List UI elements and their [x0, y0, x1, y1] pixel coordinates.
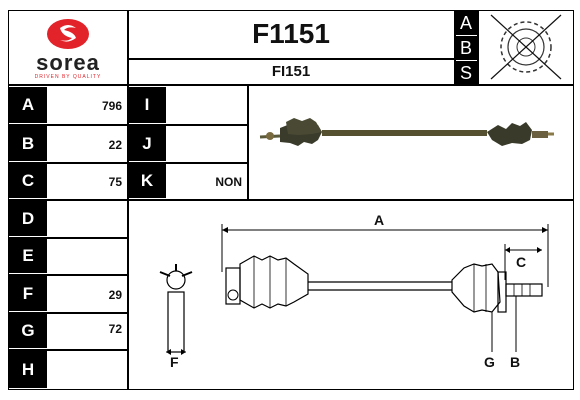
technical-drawing: A C F G B — [130, 202, 572, 388]
brand-tagline: DRIVEN BY QUALITY — [34, 74, 102, 80]
row-divider — [8, 199, 574, 201]
dimension-label-b: B — [510, 354, 521, 370]
part-number: F1151 — [252, 18, 330, 49]
spec-value-f: 29 — [108, 288, 122, 302]
abs-letter-b: B — [455, 36, 477, 60]
abs-icon-divider — [477, 10, 479, 85]
spec-key-k: K — [128, 164, 166, 198]
spec-key-j: J — [128, 126, 166, 161]
row-divider — [8, 237, 128, 239]
spec-key-f: F — [9, 276, 47, 311]
row-divider — [8, 124, 248, 126]
row-divider — [8, 274, 128, 276]
spec-key-i: I — [128, 87, 166, 123]
spec-key-e: E — [9, 239, 47, 273]
spec-key-d: D — [9, 201, 47, 236]
sorea-logo: sorea DRIVEN BY QUALITY — [10, 12, 126, 84]
spec-value-c: 75 — [108, 175, 122, 189]
dimension-label-c: C — [516, 254, 527, 270]
spec-key-h: H — [9, 351, 47, 388]
drive-shaft-photo — [250, 88, 572, 196]
row-divider — [8, 312, 128, 314]
spec-value-a: 796 — [101, 99, 122, 113]
mid-column-divider — [247, 84, 249, 200]
sub-code: FI151 — [271, 63, 311, 80]
spec-value-b: 22 — [108, 138, 122, 152]
sorea-logo-mark — [47, 19, 89, 49]
brand-name: sorea — [36, 50, 100, 75]
abs-letter-s: S — [455, 61, 477, 85]
spec-value-k: NON — [215, 175, 242, 189]
header-divider — [8, 84, 574, 86]
abs-sensor-ring-crossed-icon — [479, 11, 573, 84]
spec-key-g: G — [9, 314, 47, 348]
code-divider — [127, 58, 454, 60]
spec-key-c: C — [9, 164, 47, 198]
abs-divider — [454, 10, 456, 85]
row-divider — [8, 162, 248, 164]
dimension-label-f: F — [170, 354, 179, 370]
spec-key-b: B — [9, 126, 47, 161]
dimension-label-a: A — [374, 212, 385, 228]
abs-letter-a: A — [455, 11, 477, 35]
row-divider — [8, 349, 128, 351]
spec-value-g: 72 — [108, 322, 122, 336]
dimension-label-g: G — [484, 354, 495, 370]
spec-key-a: A — [9, 87, 47, 123]
